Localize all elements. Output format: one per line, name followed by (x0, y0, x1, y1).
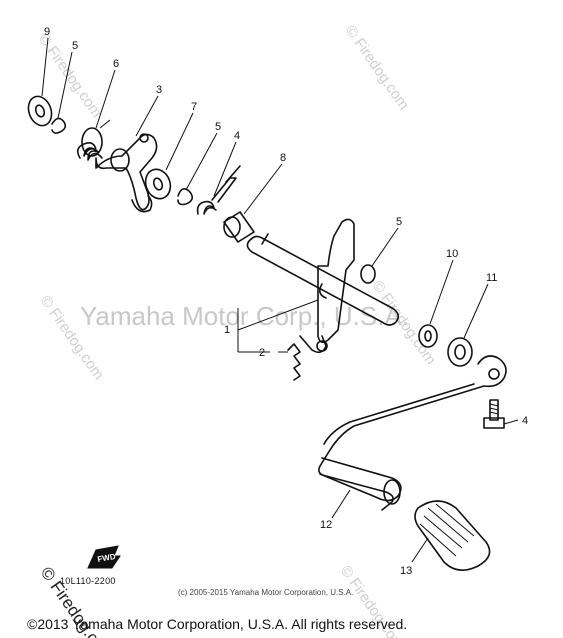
part-4-spring-top (196, 165, 241, 215)
part-8-bushing (223, 211, 255, 243)
part-2-return-spring (287, 343, 301, 381)
part-1-shift-shaft-assembly (246, 218, 400, 354)
callout-8: 8 (280, 152, 286, 164)
part-4-bolt (483, 399, 505, 429)
callout-3: 3 (156, 84, 162, 96)
callout-12: 12 (320, 519, 332, 531)
callout-11: 11 (486, 272, 497, 284)
footer-copyright: ©2013 Yamaha Motor Corporation, U.S.A. A… (27, 616, 408, 632)
part-10-washer (418, 324, 438, 348)
part-5-circlip-right (360, 264, 376, 284)
callout-5-b: 5 (215, 121, 221, 133)
part-3-shift-arm (95, 133, 158, 213)
part-12-shift-pedal (318, 355, 507, 511)
watermark-site-top-left: © Firedog.com (35, 31, 105, 122)
fwd-arrow-icon: FWD (87, 545, 121, 569)
fwd-label: FWD (97, 552, 117, 564)
watermark-site-top-right: © Firedog.com (342, 23, 412, 114)
callout-5-a: 5 (72, 40, 78, 52)
part-5-circlip-middle (177, 188, 194, 206)
part-9-washer (27, 95, 53, 127)
inner-copyright: (c) 2005-2015 Yamaha Motor Corporation, … (178, 588, 354, 597)
part-11-bushing (447, 337, 473, 367)
callout-4-b: 4 (522, 415, 528, 427)
part-5-circlip-top (51, 117, 67, 134)
part-6-spring (76, 119, 111, 161)
callout-labels: 9 5 6 3 7 5 4 8 5 10 11 1 2 4 12 13 (44, 26, 528, 577)
callout-5-c: 5 (396, 216, 402, 228)
watermark-center: Yamaha Motor Corp., U.S.A. (80, 301, 409, 331)
part-7-washer (144, 168, 172, 200)
callout-7: 7 (191, 101, 197, 113)
callout-10: 10 (446, 248, 458, 260)
part-13-pedal-rubber (414, 500, 491, 571)
leader-lines (41, 37, 519, 563)
callout-9: 9 (44, 26, 50, 38)
callout-2: 2 (259, 347, 265, 359)
callout-4-a: 4 (234, 130, 240, 142)
callout-13: 13 (400, 565, 412, 577)
figure-code: 10L110-2200 (60, 576, 116, 586)
callout-6: 6 (113, 58, 119, 70)
callout-1: 1 (224, 324, 230, 336)
